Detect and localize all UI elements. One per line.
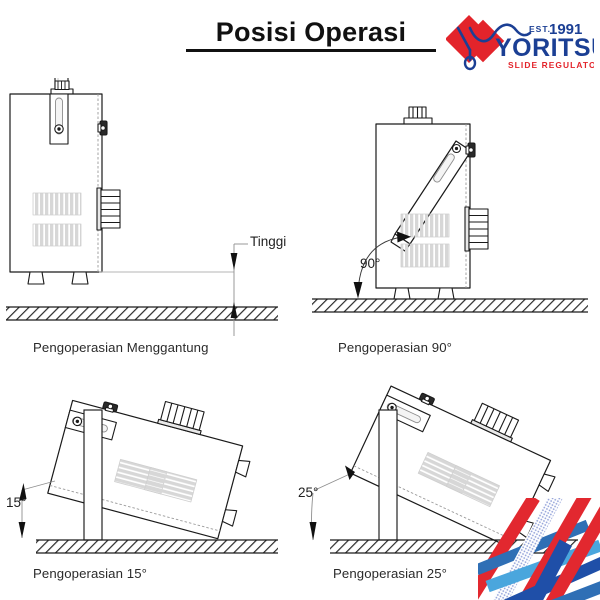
vent-grille-upper bbox=[400, 213, 450, 238]
panel-15: Pengoperasian 15° 15° bbox=[0, 370, 300, 600]
angle-15-label: 15° bbox=[6, 495, 27, 510]
logo-est-label: EST. bbox=[529, 24, 551, 34]
yoritsu-logo: EST. 1991 YORITSU SLIDE REGULATOR bbox=[446, 6, 594, 76]
ground-hatch bbox=[36, 539, 278, 554]
adjustment-knob-icon bbox=[464, 206, 489, 252]
panel-hanging-caption: Pengoperasian Menggantung bbox=[33, 340, 209, 355]
support-post-icon bbox=[378, 409, 398, 541]
side-dial-icon bbox=[97, 120, 108, 136]
panel-15-drawing bbox=[18, 399, 278, 554]
panel-15-caption: Pengoperasian 15° bbox=[33, 566, 148, 581]
logo-curve-icon bbox=[456, 23, 532, 71]
vent-grille-upper bbox=[32, 192, 82, 216]
lever-slot-icon bbox=[49, 93, 69, 145]
vent-grille-lower bbox=[144, 466, 198, 503]
angle-25-dimension bbox=[309, 465, 355, 541]
adjustment-knob-icon bbox=[470, 402, 520, 443]
height-dimension-label: Tinggi bbox=[250, 234, 287, 249]
panel-90-drawing bbox=[312, 106, 588, 313]
panel-90: Pengoperasian 90° 90° bbox=[300, 78, 600, 355]
device-feet-icon bbox=[221, 459, 251, 527]
panel-25-caption: Pengoperasian 25° bbox=[333, 566, 448, 581]
vent-grille-lower bbox=[400, 243, 450, 268]
ground-hatch bbox=[330, 539, 578, 554]
adjustment-knob-icon bbox=[96, 187, 121, 231]
page-title: Posisi Operasi bbox=[186, 17, 436, 53]
angle-90-label: 90° bbox=[360, 256, 381, 271]
panel-hanging-drawing bbox=[6, 78, 278, 336]
side-dial-icon bbox=[102, 401, 119, 413]
panel-90-caption: Pengoperasian 90° bbox=[338, 340, 453, 355]
side-dial-icon bbox=[419, 392, 435, 406]
device-feet-icon bbox=[27, 271, 89, 285]
panel-hanging: Pengoperasian Menggantung Tinggi bbox=[0, 78, 300, 355]
support-post-icon bbox=[83, 409, 103, 541]
height-dimension bbox=[99, 243, 248, 336]
side-dial-icon bbox=[465, 142, 476, 158]
angle-90-arc bbox=[353, 231, 411, 299]
logo-est-year: 1991 bbox=[549, 21, 582, 38]
angle-15-dimension bbox=[18, 480, 56, 538]
logo-brand-text: YORITSU bbox=[495, 34, 594, 62]
device-feet-icon bbox=[393, 287, 455, 300]
angle-25-label: 25° bbox=[298, 485, 319, 500]
logo-tagline-text: SLIDE REGULATOR bbox=[508, 60, 594, 70]
vent-grille-lower bbox=[32, 223, 82, 247]
ground-hatch bbox=[6, 306, 278, 321]
adjustment-knob-icon bbox=[157, 400, 205, 436]
panel-25: Pengoperasian 25° 25° bbox=[298, 370, 600, 600]
top-mount-icon bbox=[403, 106, 433, 125]
vent-grille-lower bbox=[445, 465, 500, 508]
header: Posisi Operasi EST. 1991 bbox=[0, 0, 600, 80]
ground-hatch bbox=[312, 298, 588, 313]
top-mount-icon bbox=[50, 80, 74, 96]
